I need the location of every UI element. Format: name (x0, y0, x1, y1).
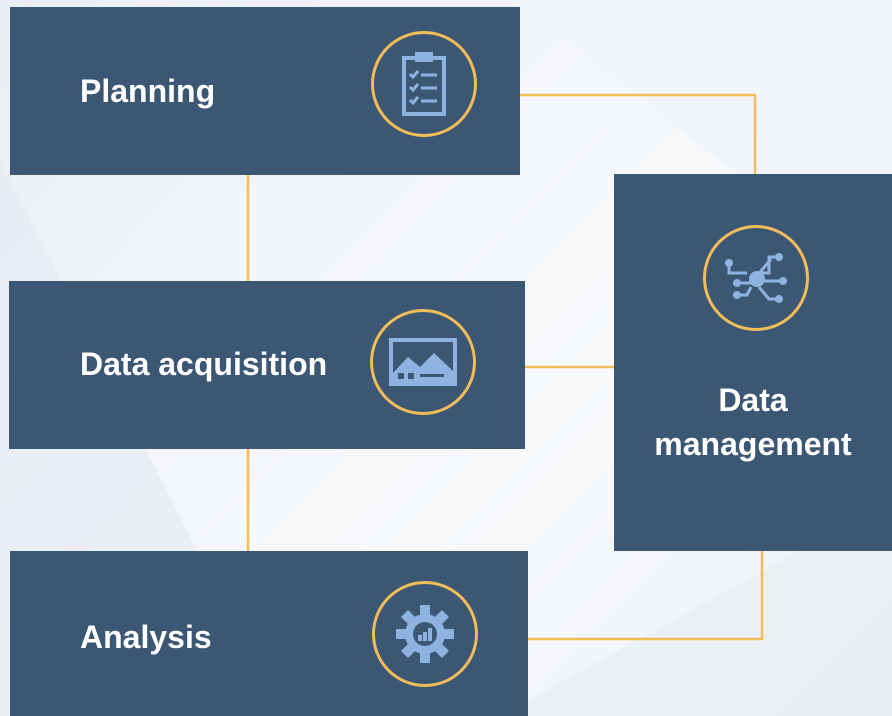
analysis-icon-ring (372, 581, 478, 687)
analysis-label: Analysis (80, 619, 212, 655)
connector-analysis-management (528, 551, 764, 641)
planning-node: Planning (10, 7, 520, 175)
planning-icon-ring (371, 31, 477, 137)
data-acquisition-icon-ring (370, 309, 476, 415)
connector-planning-management (520, 93, 757, 174)
image-landscape-icon (389, 338, 457, 386)
data-management-label-line1: Data (718, 382, 788, 418)
analysis-node: Analysis (10, 551, 528, 716)
data-management-label-line2: management (654, 426, 852, 462)
data-management-label: Data management (614, 378, 892, 466)
clipboard-checklist-icon (402, 52, 446, 116)
planning-label: Planning (80, 73, 216, 109)
gear-chart-icon (396, 605, 454, 663)
network-nodes-icon (725, 253, 787, 303)
data-management-node: Data management (614, 174, 892, 551)
data-acquisition-label: Data acquisition (80, 346, 328, 382)
data-acquisition-node: Data acquisition (9, 281, 525, 449)
data-management-icon-ring (703, 225, 809, 331)
